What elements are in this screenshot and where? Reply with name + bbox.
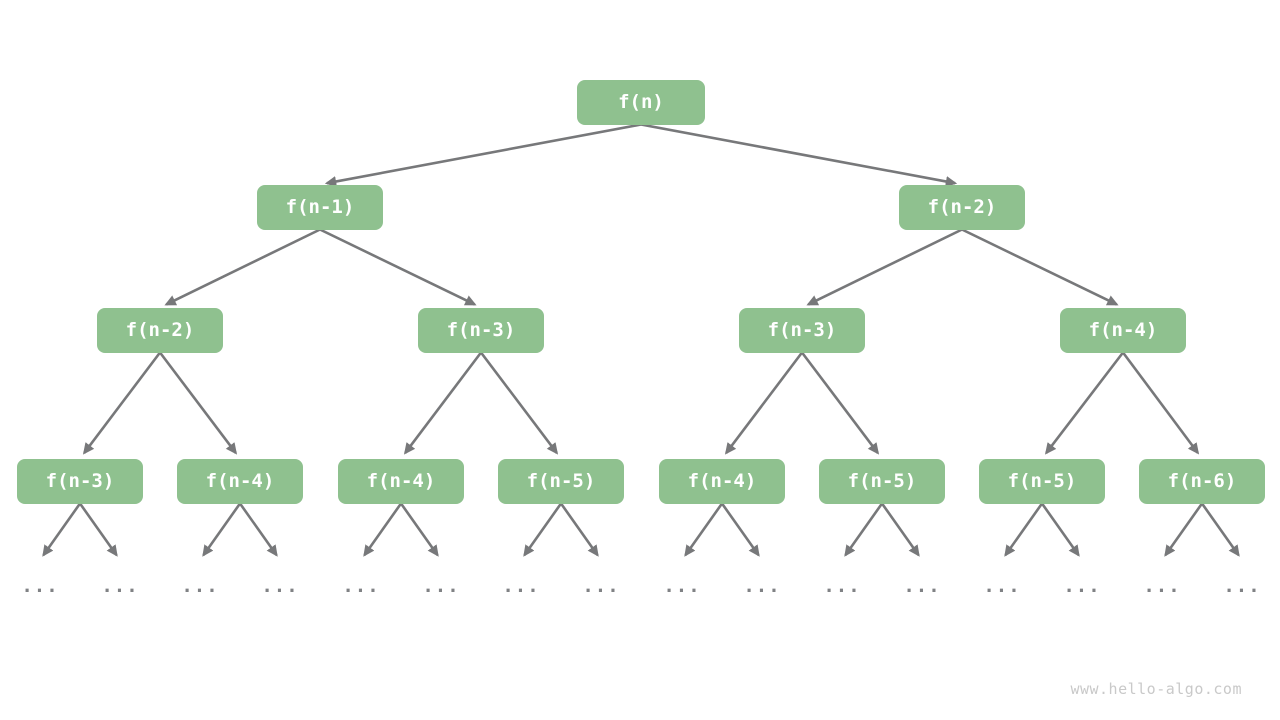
tree-edge <box>806 228 963 306</box>
tree-edge-stub <box>1200 502 1240 557</box>
ellipsis-marker: ... <box>743 575 781 597</box>
ellipsis-marker: ... <box>1143 575 1181 597</box>
ellipsis-marker: ... <box>823 575 861 597</box>
tree-node: f(n-4) <box>338 458 464 504</box>
tree-edge-stub <box>1040 502 1080 557</box>
tree-edge <box>403 351 483 455</box>
tree-node: f(n-3) <box>739 307 865 353</box>
ellipsis-marker: ... <box>181 575 219 597</box>
tree-edge <box>479 351 559 455</box>
tree-node: f(n-2) <box>899 184 1025 230</box>
ellipsis-marker: ... <box>101 575 139 597</box>
tree-edge-stub <box>202 502 242 557</box>
watermark: www.hello-algo.com <box>1070 680 1242 698</box>
tree-edge <box>82 351 162 455</box>
tree-node: f(n-1) <box>257 184 383 230</box>
ellipsis-marker: ... <box>1223 575 1261 597</box>
ellipsis-marker: ... <box>502 575 540 597</box>
tree-edge <box>1121 351 1200 455</box>
ellipsis-marker: ... <box>342 575 380 597</box>
tree-node: f(n-3) <box>17 458 143 504</box>
tree-edge-stub <box>399 502 439 557</box>
tree-edge <box>164 228 321 306</box>
tree-edge <box>324 123 642 187</box>
ellipsis-marker: ... <box>21 575 59 597</box>
tree-node: f(n-6) <box>1139 458 1265 504</box>
ellipsis-marker: ... <box>663 575 701 597</box>
tree-edge-stub <box>42 502 82 557</box>
tree-edge <box>640 123 958 187</box>
tree-edge-stub <box>720 502 760 557</box>
tree-node: f(n-2) <box>97 307 223 353</box>
tree-node: f(n-5) <box>498 458 624 504</box>
tree-edge <box>158 351 238 455</box>
tree-edge <box>800 351 880 455</box>
tree-edge-stub <box>559 502 599 557</box>
tree-edge-stub <box>844 502 884 557</box>
tree-edge-stub <box>78 502 118 557</box>
tree-edge-stub <box>363 502 403 557</box>
tree-node: f(n-5) <box>819 458 945 504</box>
tree-edge-stub <box>238 502 278 557</box>
ellipsis-marker: ... <box>422 575 460 597</box>
tree-edge <box>319 228 477 306</box>
tree-edge-stub <box>1164 502 1204 557</box>
ellipsis-marker: ... <box>983 575 1021 597</box>
tree-edge <box>1044 351 1125 455</box>
tree-edge-stub <box>523 502 563 557</box>
ellipsis-marker: ... <box>903 575 941 597</box>
tree-edge <box>961 228 1119 306</box>
tree-node: f(n-4) <box>177 458 303 504</box>
tree-node: f(n) <box>577 79 705 125</box>
tree-node: f(n-3) <box>418 307 544 353</box>
tree-edge-stub <box>880 502 920 557</box>
ellipsis-marker: ... <box>261 575 299 597</box>
tree-edge <box>724 351 804 455</box>
tree-edge-stub <box>684 502 724 557</box>
tree-node: f(n-5) <box>979 458 1105 504</box>
ellipsis-marker: ... <box>1063 575 1101 597</box>
tree-node: f(n-4) <box>1060 307 1186 353</box>
ellipsis-marker: ... <box>582 575 620 597</box>
tree-node: f(n-4) <box>659 458 785 504</box>
tree-edge-stub <box>1004 502 1044 557</box>
